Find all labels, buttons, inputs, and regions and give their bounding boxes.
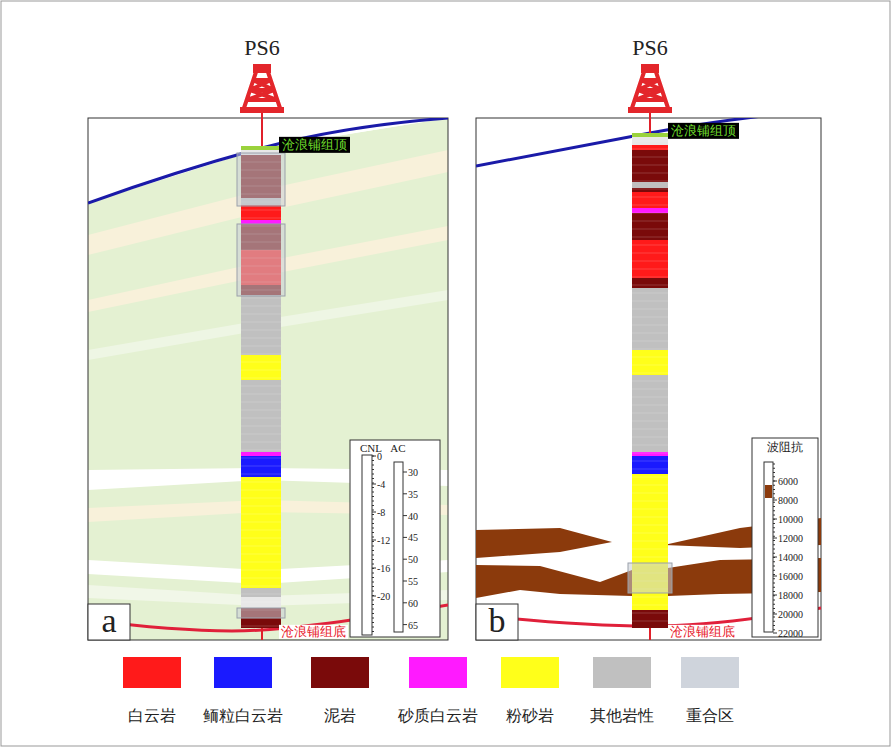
label: 60 bbox=[408, 597, 418, 608]
lithology-column bbox=[628, 133, 672, 628]
legend-text: 粉砂岩 bbox=[506, 707, 554, 725]
column-segment bbox=[241, 355, 281, 380]
column-segment bbox=[632, 213, 668, 240]
label: b bbox=[489, 602, 506, 639]
legend-swatch bbox=[214, 657, 272, 688]
impedance-bar bbox=[764, 462, 773, 632]
column-segment bbox=[632, 456, 668, 474]
label: 沧浪铺组底 bbox=[668, 625, 737, 639]
label: 22000 bbox=[778, 628, 803, 639]
column-segment bbox=[632, 610, 668, 628]
column-segment bbox=[241, 452, 281, 456]
label: 18000 bbox=[778, 590, 803, 601]
scale-box bbox=[752, 438, 818, 637]
legend-text: 鲕粒白云岩 bbox=[203, 707, 283, 725]
legend-swatch bbox=[311, 657, 369, 688]
legend-text: 白云岩 bbox=[128, 707, 176, 725]
column-segment bbox=[632, 375, 668, 452]
label: -20 bbox=[377, 591, 390, 602]
column-segment bbox=[241, 220, 281, 224]
label: 8000 bbox=[778, 495, 798, 506]
label: 50 bbox=[408, 554, 418, 565]
column-segment bbox=[241, 477, 281, 588]
label: 12000 bbox=[778, 533, 803, 544]
label: 10000 bbox=[778, 514, 803, 525]
label: 35 bbox=[408, 488, 418, 499]
label: -4 bbox=[377, 479, 385, 490]
derrick-icon bbox=[240, 66, 284, 113]
column-segment bbox=[628, 563, 672, 593]
label: 20000 bbox=[778, 609, 803, 620]
column-segment bbox=[241, 205, 281, 220]
label: 30 bbox=[408, 467, 418, 478]
column-segment bbox=[241, 597, 281, 608]
ac-bar bbox=[394, 462, 403, 632]
panel-ground bbox=[88, 118, 448, 640]
scale-ticks bbox=[372, 456, 777, 633]
impedance-swatch bbox=[765, 485, 772, 498]
label: 6000 bbox=[778, 476, 798, 487]
column-segment bbox=[241, 456, 281, 477]
column-segment bbox=[632, 452, 668, 456]
top-horizon bbox=[476, 118, 821, 166]
column-segment bbox=[632, 350, 668, 375]
legend-swatch bbox=[123, 657, 181, 688]
column-segment bbox=[632, 145, 668, 150]
column-segment bbox=[241, 588, 281, 597]
column-segment bbox=[632, 150, 668, 160]
derrick-icon bbox=[628, 66, 672, 113]
legend-swatch bbox=[681, 657, 739, 688]
column-segment bbox=[632, 240, 668, 278]
legend-swatch bbox=[593, 657, 651, 688]
horizon-label: 沧浪铺组顶 bbox=[279, 137, 350, 153]
label: 波阻抗 bbox=[767, 441, 803, 454]
column-segment bbox=[632, 137, 668, 145]
column-segment bbox=[241, 380, 281, 452]
label: 45 bbox=[408, 532, 418, 543]
lithology-column bbox=[237, 146, 285, 628]
label: 14000 bbox=[778, 552, 803, 563]
panel-border bbox=[476, 118, 821, 640]
column-segment bbox=[632, 133, 668, 137]
column-segment bbox=[632, 208, 668, 213]
label: a bbox=[101, 602, 116, 639]
legend-swatch bbox=[409, 657, 467, 688]
label: -12 bbox=[377, 535, 390, 546]
label: 0 bbox=[377, 451, 382, 462]
label: PS6 bbox=[244, 36, 279, 60]
label: -8 bbox=[377, 507, 385, 518]
legend-text: 泥岩 bbox=[324, 707, 356, 725]
label: PS6 bbox=[632, 36, 667, 60]
column-segment bbox=[632, 182, 668, 188]
column-segment bbox=[632, 192, 668, 208]
facies-bands bbox=[88, 118, 448, 640]
column-segment bbox=[632, 600, 668, 610]
column-segment bbox=[237, 224, 285, 296]
column-segment bbox=[237, 608, 285, 618]
cnl-bar bbox=[362, 455, 372, 635]
column-segment bbox=[632, 288, 668, 350]
column-segment bbox=[241, 295, 281, 355]
legend-text: 其他岩性 bbox=[590, 707, 654, 725]
column-segment bbox=[241, 146, 281, 150]
legend-swatch bbox=[501, 657, 559, 688]
label: 40 bbox=[408, 510, 418, 521]
label: 沧浪铺组底 bbox=[279, 625, 348, 639]
column-segment bbox=[632, 278, 668, 288]
label: 16000 bbox=[778, 571, 803, 582]
column-segment bbox=[632, 160, 668, 182]
legend-text: 重合区 bbox=[686, 707, 734, 725]
column-segment bbox=[632, 188, 668, 192]
label: -16 bbox=[377, 563, 390, 574]
label: AC bbox=[390, 442, 405, 454]
column-segment bbox=[237, 153, 285, 206]
scale-box bbox=[350, 440, 440, 637]
horizon-label: 沧浪铺组顶 bbox=[668, 123, 739, 139]
label: 65 bbox=[408, 619, 418, 630]
panel-border bbox=[88, 118, 448, 640]
legend-text: 砂质白云岩 bbox=[398, 707, 478, 725]
label: 55 bbox=[408, 576, 418, 587]
